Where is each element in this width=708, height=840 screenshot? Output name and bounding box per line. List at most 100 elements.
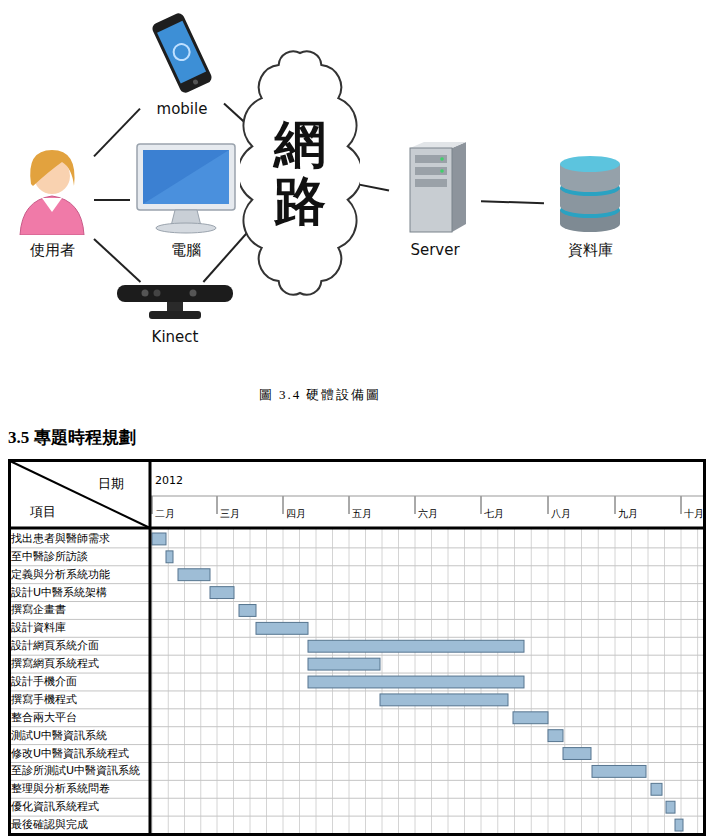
drawing-shape — [152, 496, 153, 514]
gantt-bar — [563, 748, 591, 760]
network-link — [94, 239, 140, 282]
drawing-shape — [697, 528, 698, 836]
drawing-shape — [415, 496, 416, 514]
drawing-shape — [190, 290, 197, 297]
node-label: 資料庫 — [544, 241, 636, 260]
task-name: 定義與分析系統功能 — [11, 568, 110, 582]
task-name: 至診所測試U中醫資訊系統 — [11, 764, 140, 778]
drawing-shape — [167, 302, 183, 311]
drawing-shape — [415, 167, 447, 175]
task-name: 設計U中醫系統架構 — [11, 586, 107, 600]
network-link — [94, 109, 140, 157]
device-icon — [113, 282, 237, 322]
drawing-shape — [157, 21, 206, 84]
network-link — [481, 201, 544, 203]
axis-header: 項目 — [30, 505, 56, 519]
drawing-shape — [152, 528, 153, 836]
network-cloud: 網路 — [240, 42, 360, 304]
node-label: 使用者 — [10, 241, 94, 260]
task-name: 至中醫診所訪談 — [11, 550, 88, 564]
task-name: 設計網頁系統介面 — [11, 639, 99, 653]
task-name: 撰寫網頁系統程式 — [11, 657, 99, 671]
drawing-shape — [440, 157, 444, 161]
device-icon — [140, 12, 224, 94]
drawing-shape — [8, 583, 706, 584]
drawing-shape — [581, 528, 582, 836]
gantt-bar — [256, 622, 308, 634]
drawing-shape — [283, 496, 284, 514]
task-name: 撰寫手機程式 — [11, 693, 77, 707]
drawing-shape — [143, 150, 229, 204]
drawing-shape — [8, 565, 706, 566]
drawing-shape — [20, 196, 84, 235]
drawing-shape — [142, 290, 149, 297]
drawing-shape — [299, 528, 300, 836]
week-grid — [152, 528, 698, 836]
drawing-shape — [548, 528, 549, 836]
drawing-shape — [250, 528, 251, 836]
drawing-shape — [564, 528, 565, 836]
gantt-bar — [166, 551, 173, 563]
year-rule — [150, 496, 706, 497]
task-name: 整理與分析系統問卷 — [11, 782, 110, 796]
drawing-shape — [42, 198, 62, 212]
drawing-shape — [151, 12, 214, 94]
gantt-bar — [308, 676, 524, 688]
drawing-shape — [156, 223, 216, 233]
drawing-shape — [631, 528, 632, 836]
task-name: 設計資料庫 — [11, 621, 66, 635]
drawing-shape — [8, 726, 706, 727]
table-frame — [10, 461, 705, 835]
drawing-shape — [192, 79, 199, 86]
drawing-shape — [415, 155, 447, 163]
drawing-shape — [217, 496, 218, 514]
node-label: 電腦 — [130, 241, 242, 260]
month-label: 八月 — [551, 507, 571, 521]
device-node: mobile — [140, 12, 224, 118]
device-icon — [10, 140, 94, 235]
month-label: 七月 — [484, 507, 504, 521]
figure-caption: 圖 3.4 硬體設備圖 — [259, 386, 382, 404]
drawing-shape — [217, 528, 218, 836]
drawing-shape — [283, 528, 284, 836]
month-label: 二月 — [155, 507, 175, 521]
task-name: 找出患者與醫師需求 — [11, 532, 110, 546]
drawing-shape — [481, 496, 482, 514]
column-divider — [149, 459, 152, 836]
task-name: 測試U中醫資訊系統 — [11, 729, 107, 743]
gantt-bar — [380, 694, 508, 706]
drawing-shape — [8, 816, 706, 817]
drawing-shape — [415, 179, 447, 187]
drawing-shape — [8, 601, 706, 602]
drawing-shape — [266, 528, 267, 836]
drawing-shape — [117, 285, 233, 302]
drawing-shape — [664, 528, 665, 836]
drawing-shape — [137, 144, 235, 210]
gantt-bar — [666, 801, 675, 813]
device-node: Server — [389, 140, 481, 259]
gantt-bar — [308, 640, 524, 652]
gantt-bar — [651, 783, 662, 795]
gantt-bar — [178, 569, 210, 581]
device-icon — [389, 140, 481, 235]
gantt-bar — [675, 819, 683, 831]
drawing-shape — [8, 744, 706, 745]
node-label: mobile — [140, 100, 224, 118]
drawing-shape — [151, 12, 214, 94]
task-name: 最後確認與完成 — [11, 818, 88, 832]
drawing-shape — [8, 547, 706, 548]
node-label: Kinect — [113, 328, 237, 346]
drawing-shape — [8, 655, 706, 656]
year-label: 2012 — [155, 474, 183, 488]
header-divider — [8, 527, 706, 530]
gantt-bar — [239, 605, 256, 617]
task-name: 修改U中醫資訊系統程式 — [11, 747, 129, 761]
drawing-shape — [8, 619, 706, 620]
gantt-bar — [548, 730, 563, 742]
month-label: 九月 — [618, 507, 638, 521]
drawing-shape — [168, 528, 169, 836]
device-node: 資料庫 — [544, 150, 636, 260]
drawing-shape — [615, 528, 616, 836]
node-label: Server — [389, 241, 481, 259]
drawing-shape — [8, 780, 706, 781]
